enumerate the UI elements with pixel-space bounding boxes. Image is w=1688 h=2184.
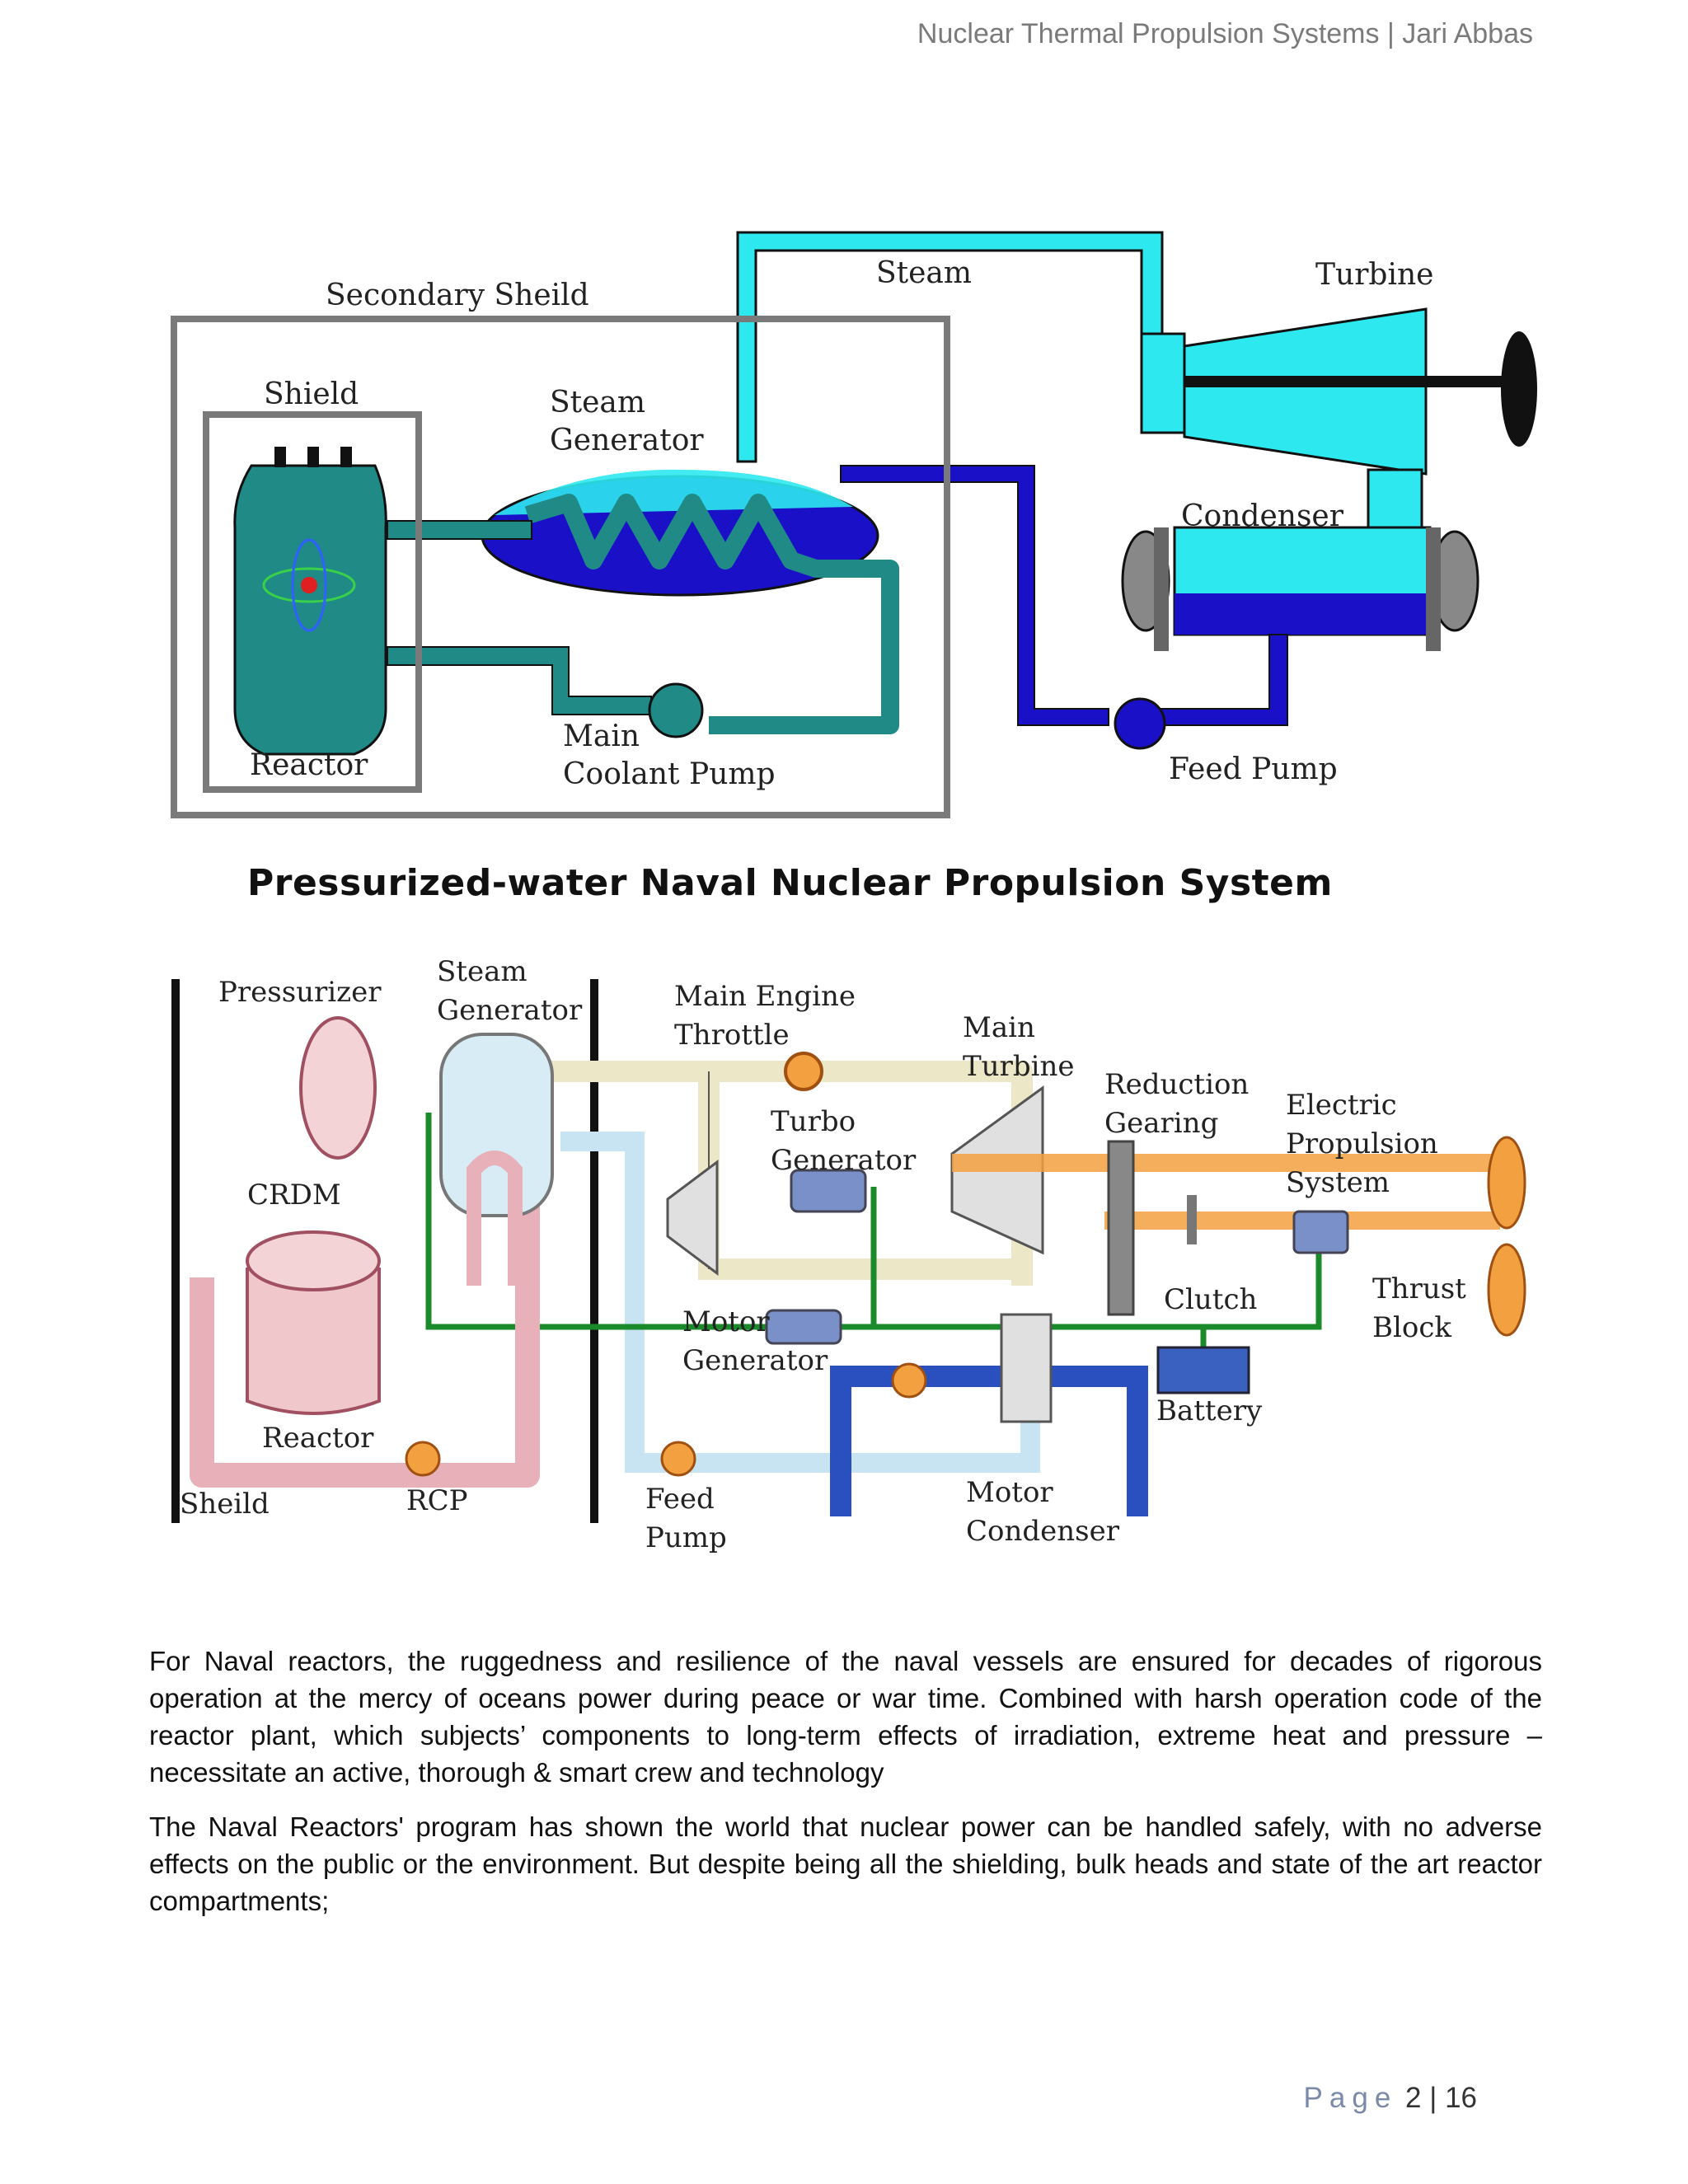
page-separator: | bbox=[1429, 2082, 1437, 2114]
page-current: 2 bbox=[1405, 2082, 1422, 2114]
motor-generator-label-a: Motor bbox=[682, 1305, 770, 1338]
clutch-label: Clutch bbox=[1164, 1283, 1257, 1316]
feed-pump2-label-a: Feed bbox=[645, 1483, 715, 1516]
feed-pump2-label-b: Pump bbox=[645, 1521, 727, 1554]
crdm-label: CRDM bbox=[247, 1179, 341, 1212]
motor-condenser-label-a: Motor bbox=[966, 1476, 1053, 1509]
shield-label: Shield bbox=[264, 377, 359, 411]
turbine-label: Turbine bbox=[1315, 258, 1433, 292]
pwr-propulsion-diagram: Secondary Sheild Shield Steam Turbine St… bbox=[171, 231, 1537, 818]
steam-generator-label-1: Steam bbox=[550, 386, 645, 419]
thrust-block-label-a: Thrust bbox=[1372, 1272, 1466, 1305]
main-engine-throttle-label-a: Main Engine bbox=[674, 980, 856, 1013]
rcp-label: RCP bbox=[406, 1484, 468, 1517]
electric-propulsion-label-a: Electric bbox=[1286, 1089, 1397, 1122]
page-number: Page 2 | 16 bbox=[1304, 2082, 1477, 2115]
battery-label: Battery bbox=[1156, 1394, 1263, 1427]
page-total: 16 bbox=[1445, 2082, 1477, 2114]
steam-generator-label-2: Generator bbox=[550, 424, 704, 457]
secondary-shield-label: Secondary Sheild bbox=[326, 279, 589, 312]
electric-propulsion-label-b: Propulsion bbox=[1286, 1127, 1438, 1160]
pressurizer-label: Pressurizer bbox=[218, 976, 382, 1009]
reactor-label: Reactor bbox=[250, 748, 368, 782]
reactor2-label: Reactor bbox=[262, 1422, 374, 1455]
reduction-gearing-label-a: Reduction bbox=[1104, 1068, 1249, 1101]
main-coolant-pump-label-1: Main bbox=[563, 719, 640, 753]
figure-caption: Pressurized-water Naval Nuclear Propulsi… bbox=[247, 862, 1333, 904]
naval-propulsion-diagram: Pressurizer Steam Generator Main Engine … bbox=[171, 955, 1526, 1554]
motor-condenser-label-b: Condenser bbox=[966, 1515, 1120, 1548]
thrust-block-label-b: Block bbox=[1372, 1311, 1451, 1344]
main-turbine-label-a: Main bbox=[963, 1011, 1035, 1044]
running-header: Nuclear Thermal Propulsion Systems | Jar… bbox=[917, 18, 1533, 49]
feed-pump-label: Feed Pump bbox=[1169, 752, 1338, 786]
condenser-label: Condenser bbox=[1181, 499, 1344, 533]
turbo-generator-label-b: Generator bbox=[771, 1144, 917, 1177]
steam-generator-label-b: Generator bbox=[437, 994, 583, 1027]
electric-propulsion-label-c: System bbox=[1286, 1166, 1390, 1199]
sheild-label: Sheild bbox=[180, 1488, 270, 1521]
page-word: Page bbox=[1303, 2082, 1398, 2114]
reduction-gearing-label-b: Gearing bbox=[1104, 1107, 1218, 1140]
steam-label: Steam bbox=[876, 256, 972, 290]
turbo-generator-label-a: Turbo bbox=[771, 1105, 856, 1138]
main-engine-throttle-label-b: Throttle bbox=[674, 1019, 790, 1052]
body-paragraph-1: For Naval reactors, the ruggedness and r… bbox=[149, 1646, 1542, 1788]
main-coolant-pump-label-2: Coolant Pump bbox=[563, 757, 776, 791]
steam-generator-label-a: Steam bbox=[437, 955, 528, 988]
main-turbine-label-b: Turbine bbox=[963, 1050, 1075, 1083]
motor-generator-label-b: Generator bbox=[682, 1344, 828, 1377]
body-paragraph-2: The Naval Reactors' program has shown th… bbox=[149, 1811, 1542, 1916]
